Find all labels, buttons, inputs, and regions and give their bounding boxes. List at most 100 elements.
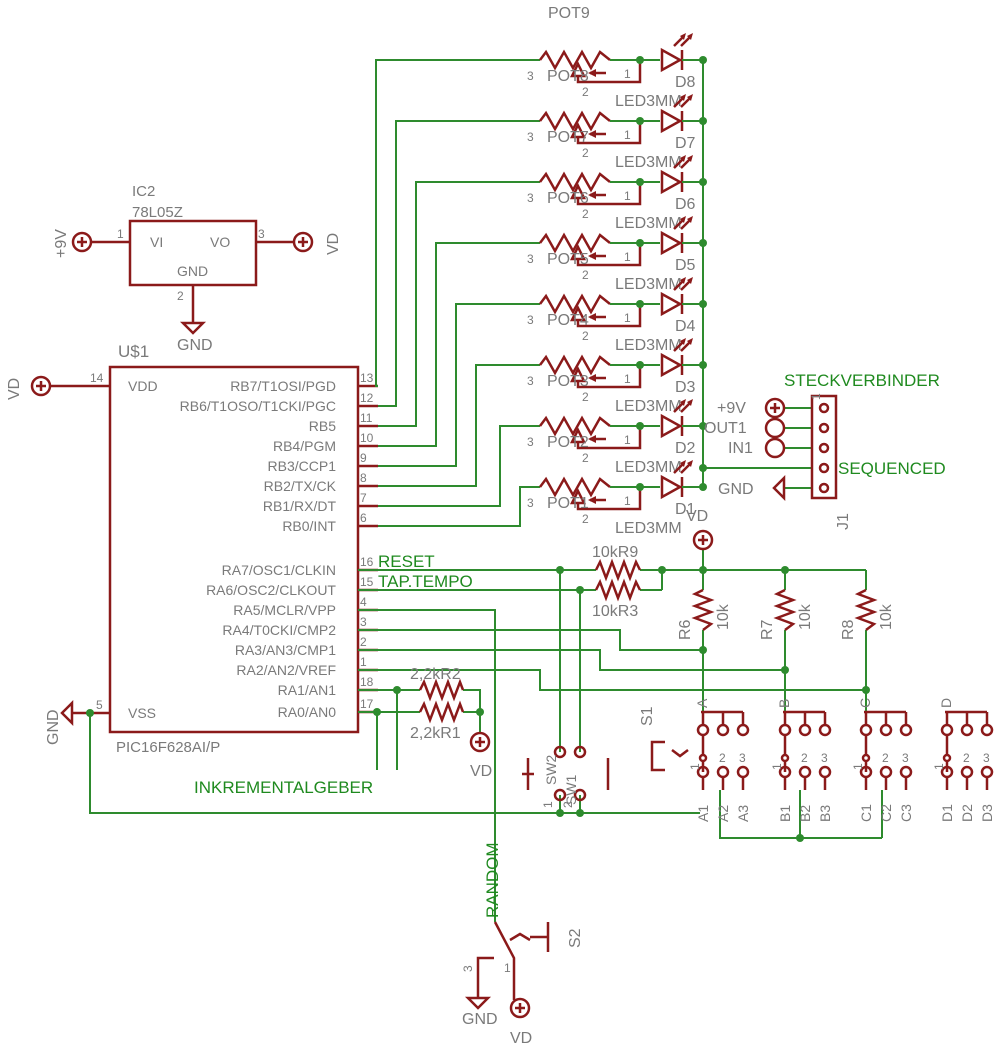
- rotary-pin-label: C3: [898, 804, 914, 822]
- pot-pin2-num: 2: [582, 390, 589, 404]
- rotary-pin2-num: 2: [719, 751, 726, 765]
- supply-plus9v-symbol: +9V: [53, 229, 93, 258]
- mcu-pin-name: RB0/INT: [282, 518, 336, 534]
- resistor-r3-ref: R3: [618, 603, 639, 620]
- rotary-pin-label: D1: [939, 804, 955, 822]
- wiring: [89, 59, 883, 922]
- led-diode: [660, 169, 683, 195]
- led-label: D6: [675, 196, 696, 213]
- led-value: LED3MM: [615, 276, 682, 293]
- mcu-pin-name: RA5/MCLR/VPP: [233, 602, 336, 618]
- connector-label-gnd: GND: [718, 481, 754, 498]
- supply-vd-label-r1: VD: [470, 763, 492, 780]
- resistor-r8: R8 10k: [840, 588, 895, 640]
- led-diode: [660, 474, 683, 500]
- rotary-ref: S1: [639, 706, 656, 726]
- mcu-pin-name: RA4/T0CKI/CMP2: [222, 622, 336, 638]
- resistor-r8-ref: R8: [840, 619, 857, 640]
- ground-label-reg: GND: [177, 337, 213, 354]
- pot-pin3-num: 3: [527, 252, 534, 266]
- rotary-pin2-num: 2: [882, 751, 889, 765]
- led-value: LED3MM: [615, 337, 682, 354]
- mcu-pin-name: RB4/PGM: [273, 438, 336, 454]
- supply-vd-symbol-r1: VD: [469, 731, 492, 780]
- svg-text:2,2kR1: 2,2kR1: [410, 725, 461, 742]
- rotary-pin1-num: 1: [688, 763, 702, 770]
- regulator-pin-gnd: GND: [177, 263, 208, 279]
- pot9-label: POT9: [548, 5, 590, 22]
- sw-pin2-num: 2: [561, 801, 575, 808]
- pot-resistor: [539, 354, 611, 376]
- resistor-r8-value: 10k: [878, 603, 895, 630]
- resistor-r6-ref: R6: [677, 619, 694, 640]
- rotary-pin-label: C1: [858, 804, 874, 822]
- pot-pin1-num: 1: [624, 433, 631, 447]
- supply-vd-label-mcu: VD: [6, 378, 23, 400]
- mcu-pin-name: RA7/OSC1/CLKIN: [222, 562, 336, 578]
- net-label-random: RANDOM: [483, 842, 502, 918]
- pot-pin2-num: 2: [582, 207, 589, 221]
- mcu-pin-name: RA0/AN0: [278, 704, 337, 720]
- pot-label: POT5: [547, 251, 589, 268]
- mcu-pin-num: 9: [360, 451, 367, 465]
- supply-vd-label-s2: VD: [510, 1030, 532, 1047]
- resistor-r2-value: 2,2k: [410, 666, 441, 683]
- pot-pin1-num: 1: [624, 189, 631, 203]
- pot-pin2-num: 2: [582, 268, 589, 282]
- pot-pin2-num: 2: [582, 512, 589, 526]
- led-value: LED3MM: [615, 459, 682, 476]
- pot-pin3-num: 3: [527, 496, 534, 510]
- resistor-r7-value: 10k: [797, 603, 814, 630]
- led-label: D7: [675, 135, 696, 152]
- pot-pin1-num: 1: [624, 311, 631, 325]
- pot-pin3-num: 3: [527, 191, 534, 205]
- mcu-pin-name: RB7/T1OSI/PGD: [230, 378, 336, 394]
- rotary-pin3-num: 3: [739, 751, 746, 765]
- resistor-r1: 2,2kR1: [410, 700, 465, 742]
- mcu-pin-num: 11: [360, 411, 373, 425]
- rotary-pin1-num: 1: [851, 763, 865, 770]
- rotary-pin-label: A3: [735, 805, 751, 822]
- net-label-reset: RESET: [378, 552, 435, 571]
- mcu-pin14-num: 14: [90, 371, 104, 385]
- ground-symbol-s2: [464, 996, 492, 1010]
- resistor-r1-ref: R1: [440, 725, 461, 742]
- regulator-ref: IC2: [132, 183, 155, 200]
- supply-vd-symbol-pullups: VD: [686, 508, 714, 551]
- resistor-r6-value: 10k: [715, 603, 732, 630]
- regulator-pin1-num: 1: [117, 227, 124, 241]
- rotary-group-label: C: [857, 698, 873, 708]
- resistor-r6: R6 10k: [677, 588, 732, 640]
- led-value: LED3MM: [615, 93, 682, 110]
- led-value: LED3MM: [615, 154, 682, 171]
- connector-label-in1: IN1: [728, 440, 753, 457]
- mcu-pin-num: 7: [360, 491, 367, 505]
- pot-resistor: [539, 110, 611, 132]
- resistor-r2-ref: R2: [440, 666, 461, 683]
- mcu-pin-num: 12: [360, 391, 374, 405]
- mcu-pin-num: 16: [360, 555, 374, 569]
- pot-pin1-num: 1: [624, 67, 631, 81]
- rotary-pin1-num: 1: [932, 763, 946, 770]
- svg-text:10kR9: 10kR9: [592, 544, 638, 561]
- pot-pin2-num: 2: [582, 329, 589, 343]
- rotary-group-label: B: [776, 699, 792, 708]
- svg-text:2,2kR2: 2,2kR2: [410, 666, 461, 683]
- rotary-pin-label: A2: [715, 805, 731, 822]
- svg-text:10kR3: 10kR3: [592, 603, 638, 620]
- ground-symbol-reg: GND: [177, 321, 213, 354]
- net-label-inkrementalgeber: INKREMENTALGEBER: [194, 778, 373, 797]
- pot-label: POT8: [547, 68, 589, 85]
- mcu-pin-name: RA6/OSC2/CLKOUT: [206, 582, 336, 598]
- mcu-pin-name: RB5: [309, 418, 336, 434]
- resistor-r7: R7 10k: [759, 588, 814, 640]
- sw2-label: SW2: [543, 754, 559, 785]
- pot-resistor: [539, 232, 611, 254]
- rotary-pin3-num: 3: [983, 751, 990, 765]
